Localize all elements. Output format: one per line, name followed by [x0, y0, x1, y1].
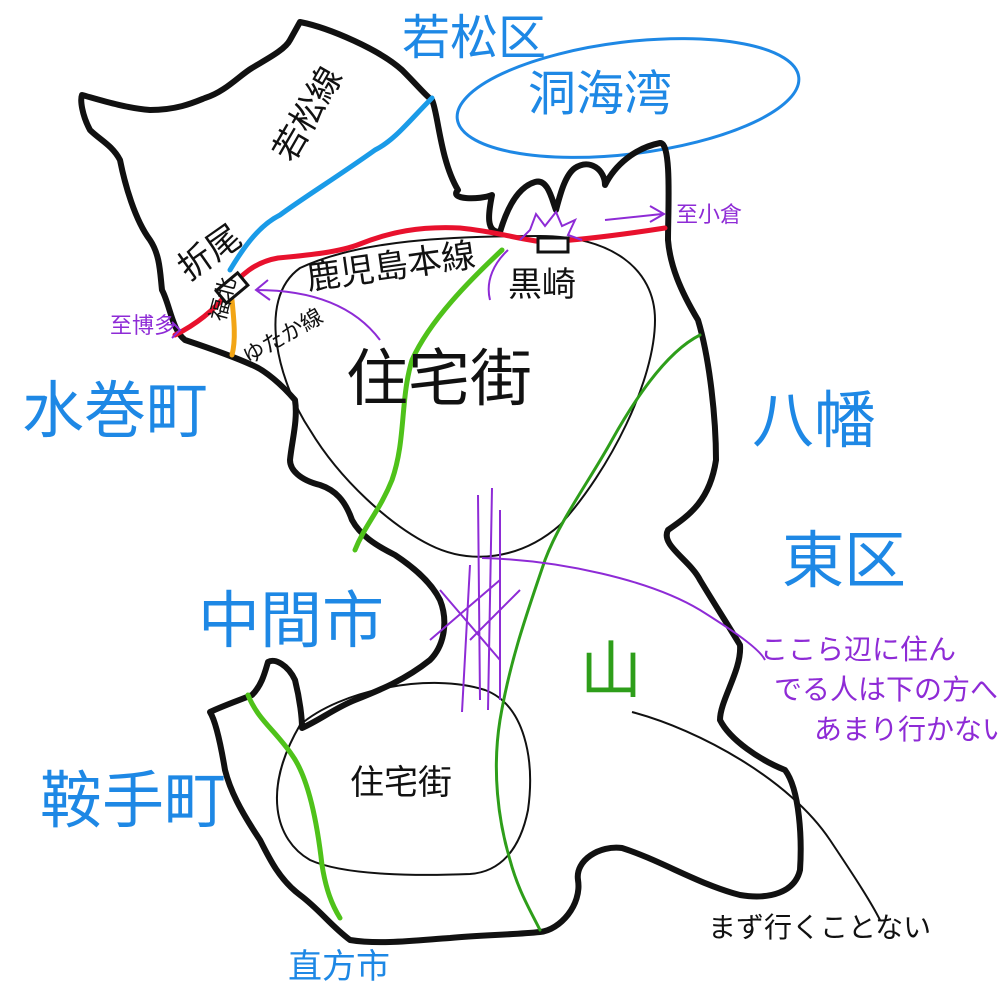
district-boundary	[78, 19, 804, 946]
nakama-city-label: 中間市	[198, 584, 385, 657]
mountain-label: 山	[580, 634, 643, 707]
mizumaki-town-label: 水巻町	[22, 374, 209, 447]
nogata-city-label: 直方市	[288, 947, 390, 987]
kurate-town-label: 鞍手町	[40, 764, 227, 837]
kurosaki-station-marker	[536, 236, 570, 254]
dokai-bay-label: 洞海湾	[528, 66, 673, 122]
residential-south-label: 住宅街	[350, 763, 452, 803]
note-line-1: ここら辺に住ん	[760, 633, 957, 666]
to-hakata-label: 至博多	[110, 314, 177, 339]
road-east	[494, 333, 702, 932]
rarely-go-pointer	[631, 711, 881, 921]
note-line-3: あまり行かない	[814, 713, 1000, 746]
fukuhoku-yutaka-line	[229, 297, 237, 358]
down-arrows	[429, 487, 521, 713]
residential-south-outline	[276, 681, 531, 876]
road-southwest	[245, 692, 343, 921]
wakamatsu-ward-label: 若松区	[402, 10, 547, 66]
orio-callout-arrow	[254, 279, 381, 341]
kurosaki-burst	[519, 210, 583, 241]
orio-station-marker	[214, 270, 250, 306]
note-line-2: でる人は下の方へ	[774, 673, 999, 706]
note-pointer	[481, 557, 766, 661]
yahata-label: 八幡	[752, 384, 877, 457]
residential-north-outline	[274, 234, 657, 558]
residential-north-label: 住宅街	[346, 342, 533, 415]
rarely-go-note: まず行くことない	[708, 911, 932, 944]
to-kokura-label: 至小倉	[676, 203, 743, 228]
higashi-ward-label: 東区	[782, 524, 907, 597]
road-west	[352, 247, 505, 553]
kurosaki-station-label: 黒崎	[508, 265, 576, 305]
kurosaki-callout-arrow	[487, 249, 509, 301]
to-kokura-arrow	[604, 205, 667, 223]
to-hakata-marker	[171, 321, 182, 339]
wakamatsu-line	[227, 95, 435, 273]
